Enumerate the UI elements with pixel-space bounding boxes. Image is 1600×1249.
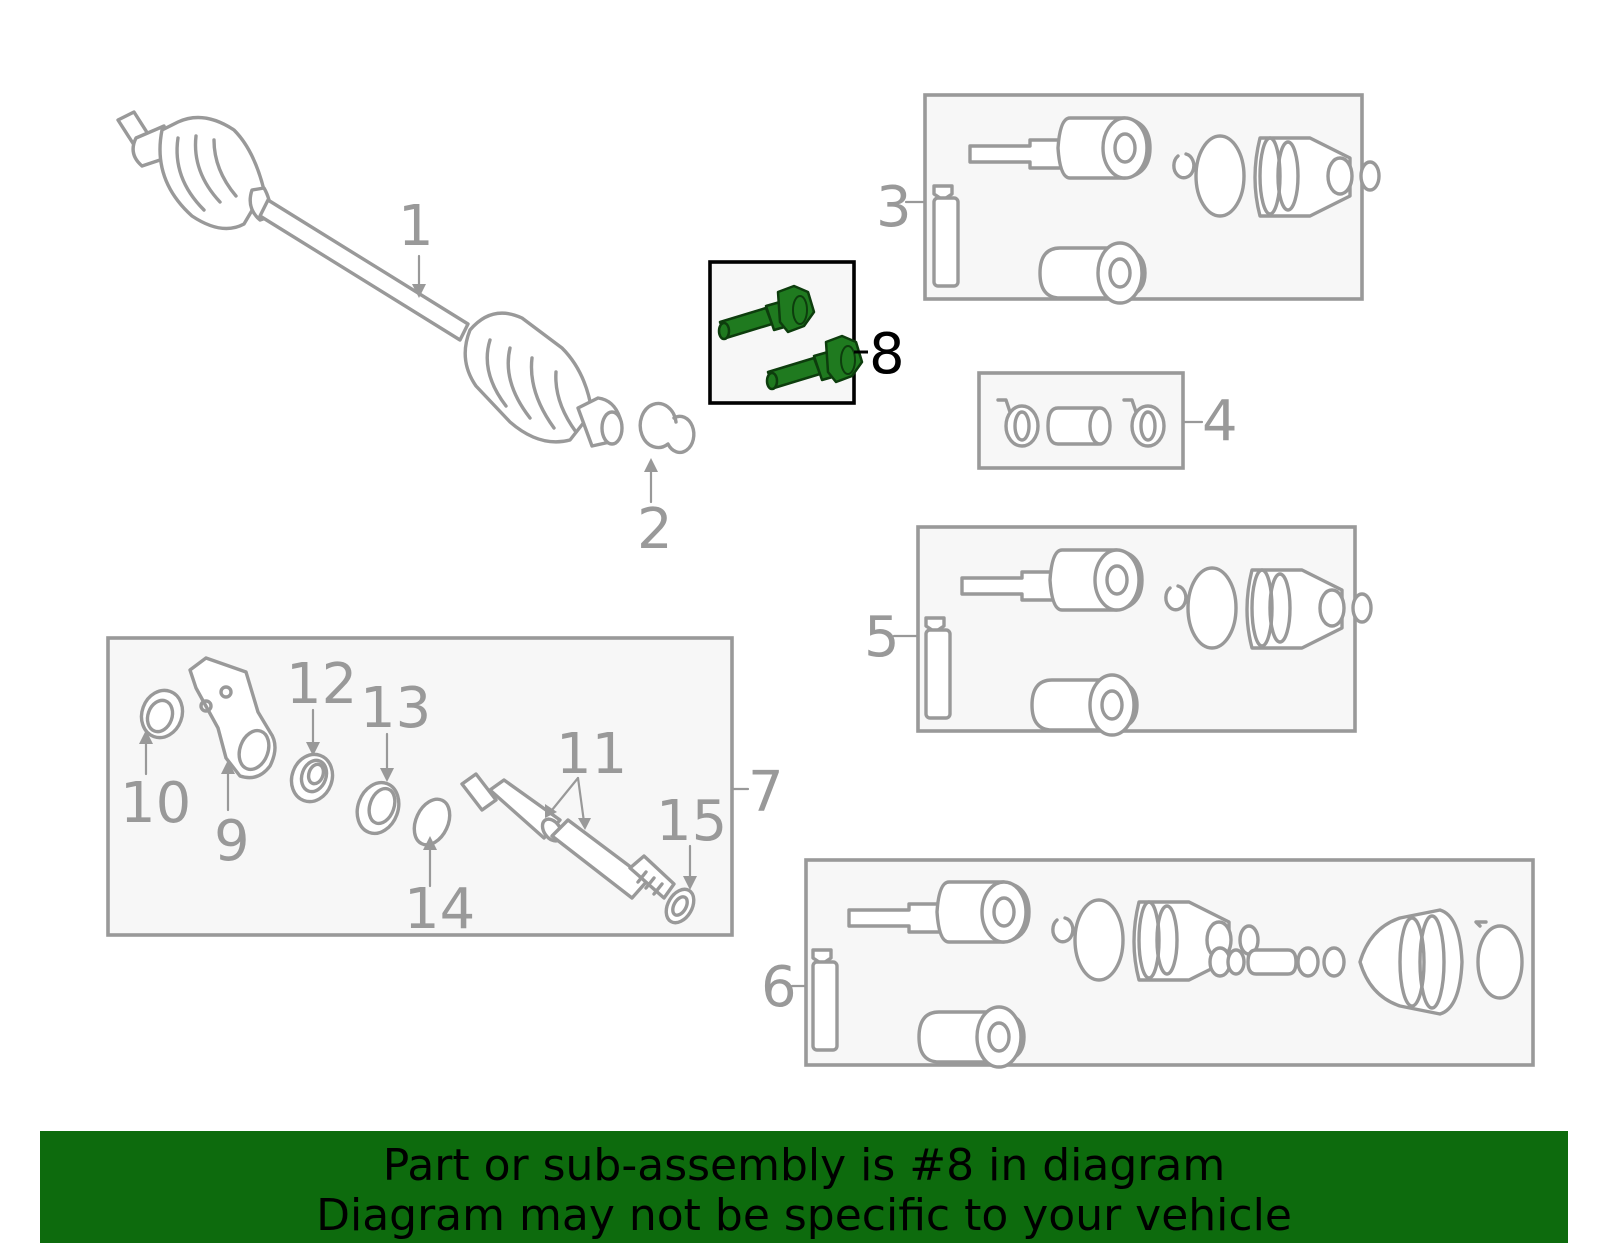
bearing-illustration-13 — [355, 780, 401, 836]
callout-2: 2 — [637, 497, 673, 562]
callout-13: 13 — [360, 676, 431, 741]
bracket-illustration-9 — [188, 656, 277, 780]
axle-shaft-illustration — [116, 110, 624, 448]
callout-9: 9 — [214, 809, 250, 874]
arrow-15 — [683, 876, 697, 890]
info-banner: Part or sub-assembly is #8 in diagram Di… — [40, 1131, 1568, 1243]
cv-assembly-extra-illustration — [1208, 908, 1524, 1016]
callout-15: 15 — [656, 789, 727, 854]
banner-line-2: Diagram may not be specific to your vehi… — [316, 1190, 1292, 1241]
ring-illustration-14 — [412, 797, 452, 847]
arrow-14 — [423, 836, 437, 850]
callout-12: 12 — [286, 652, 357, 717]
callout-8: 8 — [869, 322, 905, 387]
arrow-1 — [412, 284, 426, 298]
callout-11: 11 — [556, 722, 627, 787]
arrow-10 — [139, 730, 153, 744]
arrow-11b — [578, 818, 591, 830]
arrow-2 — [644, 458, 658, 472]
banner-line-1: Part or sub-assembly is #8 in diagram — [382, 1140, 1226, 1191]
arrow-13 — [380, 768, 394, 782]
callout-1: 1 — [398, 194, 434, 259]
callout-10: 10 — [120, 771, 191, 836]
callout-3: 3 — [876, 175, 912, 240]
seal-illustration-10 — [139, 688, 185, 740]
washer-illustration-15 — [664, 887, 696, 925]
leader-11 — [550, 776, 580, 812]
arrow-11 — [545, 804, 557, 818]
leader-11b — [576, 776, 586, 824]
callout-6: 6 — [761, 955, 797, 1020]
bearing-illustration-12 — [289, 752, 335, 804]
clamp-kit-illustration — [996, 398, 1166, 448]
callout-7: 7 — [748, 760, 784, 825]
intermediate-shaft-illustration-11 — [460, 772, 676, 900]
snap-ring-illustration — [638, 401, 696, 455]
callout-5: 5 — [864, 605, 900, 670]
callout-4: 4 — [1202, 389, 1238, 454]
callout-14: 14 — [404, 877, 475, 942]
arrow-12 — [306, 742, 320, 756]
arrow-9 — [221, 760, 235, 774]
